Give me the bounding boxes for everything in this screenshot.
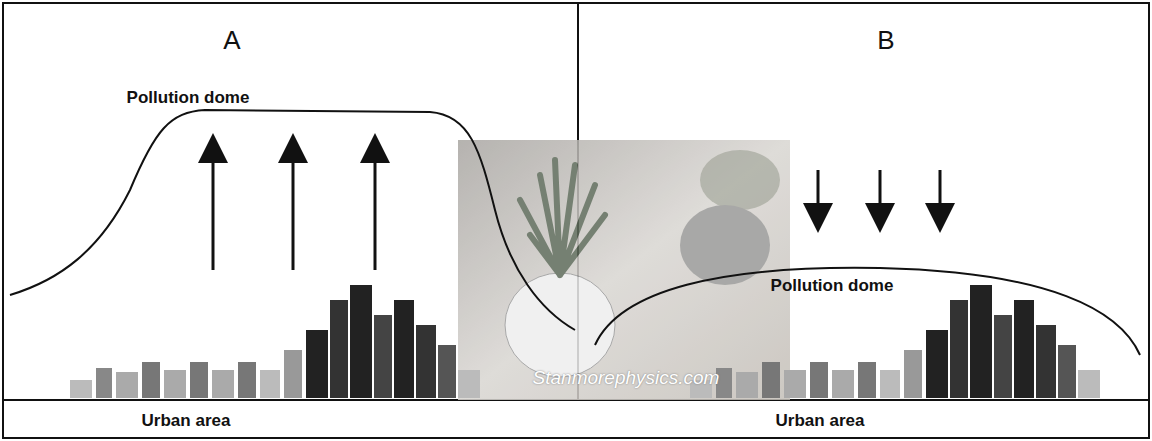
photo-watermark (458, 140, 790, 400)
area-label: Urban area (776, 411, 865, 431)
area-label: Urban area (142, 411, 231, 431)
panel-letter: A (223, 25, 240, 56)
curve-label: Pollution dome (127, 88, 250, 108)
curve-label: Pollution dome (771, 276, 894, 296)
air-movement-arrows (213, 148, 940, 270)
watermark: Stanmorephysics.com (533, 367, 720, 389)
pollution-dome-curve (10, 110, 575, 330)
city-skyline (70, 285, 480, 398)
pollution-dome-curve (595, 268, 1140, 355)
outer-frame (3, 3, 1149, 438)
panel-letter: B (877, 25, 894, 56)
city-skyline (690, 285, 1100, 398)
